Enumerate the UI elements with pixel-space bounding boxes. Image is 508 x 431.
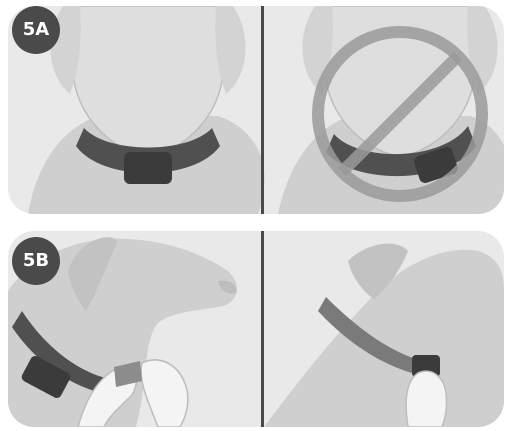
step-badge-5a: 5A [12, 6, 60, 54]
panel-5b: 5B [8, 231, 504, 427]
dog-side-checking [264, 244, 504, 427]
dog-front-incorrect [278, 6, 504, 214]
receiver-box [124, 152, 172, 184]
step-badge-5b: 5B [12, 237, 60, 285]
panel-5a-illustration [8, 6, 504, 214]
panel-5a-divider [261, 6, 264, 214]
hand-right [141, 360, 188, 427]
panel-5b-divider [261, 231, 264, 427]
hand-checking [406, 371, 446, 427]
panel-5a: 5A [8, 6, 504, 214]
dog-front-correct [28, 6, 264, 214]
panel-5b-illustration [8, 231, 504, 427]
